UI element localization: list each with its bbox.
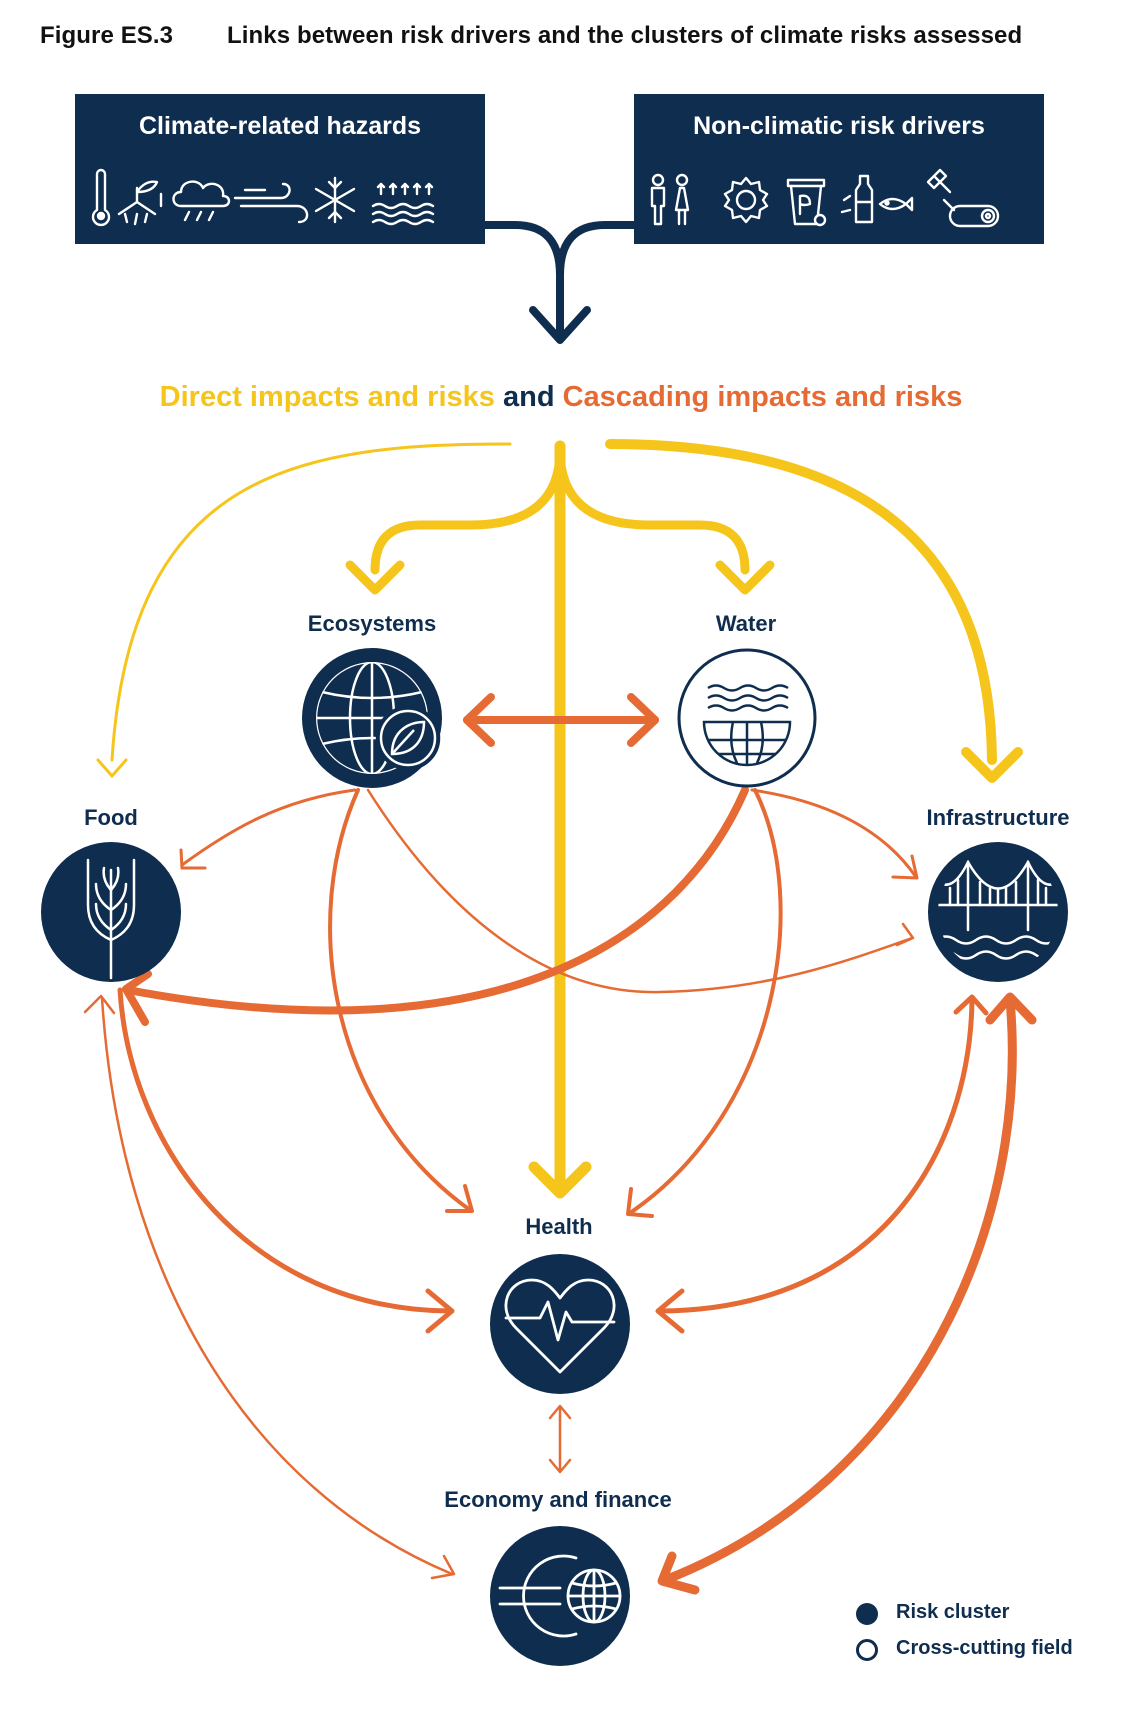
deforestation-icon	[926, 168, 1000, 228]
climate-hazards-title: Climate-related hazards	[138, 112, 422, 140]
food-label: Food	[84, 805, 138, 830]
impacts-heading: Direct impacts and risks and Cascading i…	[0, 381, 1122, 414]
direct-arrow-ecosystems	[370, 445, 565, 575]
climate-hazards-icons	[91, 168, 435, 227]
sea-level-rise-icon	[371, 182, 435, 226]
water-node	[677, 648, 817, 788]
cascade-food-economy	[100, 996, 454, 1576]
water-label: Water	[715, 611, 777, 636]
direct-arrow-food	[110, 442, 512, 762]
driver-connector	[480, 221, 638, 344]
heart-pulse-icon	[504, 1278, 616, 1374]
non-climatic-icons	[650, 168, 1000, 228]
cascade-food-health	[117, 987, 453, 1314]
climate-hazards-box: Climate-related hazards	[75, 94, 485, 244]
thermometer-icon	[91, 168, 111, 227]
wind-icon	[233, 182, 309, 224]
direct-arrow-water	[555, 445, 750, 575]
drought-icon	[117, 180, 163, 226]
rain-cloud-icon	[172, 180, 231, 222]
cascading-impact-arrows	[83, 693, 1037, 1595]
cascade-ecosystems-infrastructure	[366, 788, 914, 994]
food-node	[41, 842, 181, 982]
ecosystems-label: Ecosystems	[307, 611, 437, 636]
direct-impacts-label: Direct impacts and risks	[159, 381, 495, 413]
people-icon	[650, 173, 690, 226]
waste-bin-icon	[786, 178, 827, 227]
infrastructure-node	[928, 842, 1068, 982]
non-climatic-drivers-title: Non-climatic risk drivers	[693, 112, 985, 140]
legend-risk-cluster-label: Risk cluster	[896, 1601, 1010, 1623]
impacts-and-label: and	[502, 381, 555, 413]
cascade-water-health	[628, 788, 783, 1215]
ecosystems-node	[302, 648, 442, 788]
figure-caption: Links between risk drivers and the clust…	[227, 22, 1023, 49]
figure-number: Figure ES.3	[40, 22, 174, 49]
bridge-icon	[938, 859, 1058, 960]
health-node	[490, 1254, 630, 1394]
non-climatic-drivers-box: Non-climatic risk drivers	[634, 94, 1044, 244]
water-globe-icon	[702, 684, 792, 767]
cascade-water-infrastructure	[750, 788, 918, 879]
cascade-water-food	[124, 786, 749, 1015]
globe-leaf-icon	[316, 662, 441, 774]
health-label: Health	[525, 1214, 593, 1239]
direct-arrow-infrastructure	[605, 439, 997, 765]
figure-title: Figure ES.3 Links between risk drivers an…	[40, 22, 1022, 50]
cascade-ecosystems-food	[180, 788, 357, 867]
euro-globe-icon	[498, 1554, 626, 1638]
snowflake-icon	[314, 176, 356, 224]
pollution-icon	[840, 174, 914, 224]
economy-node	[490, 1526, 630, 1666]
legend-cross-cutting-label: Cross-cutting field	[896, 1637, 1073, 1659]
wheat-icon	[86, 858, 136, 980]
infrastructure-label: Infrastructure	[926, 805, 1070, 830]
gear-icon	[723, 176, 769, 224]
direct-impact-arrows	[96, 439, 1023, 1199]
cascading-impacts-label: Cascading impacts and risks	[562, 381, 963, 413]
economy-label: Economy and finance	[444, 1487, 672, 1512]
cascade-infrastructure-health	[657, 997, 975, 1314]
filled-circle-icon	[856, 1603, 878, 1625]
cascade-infrastructure-economy	[660, 995, 1017, 1585]
hollow-circle-icon	[856, 1639, 878, 1661]
